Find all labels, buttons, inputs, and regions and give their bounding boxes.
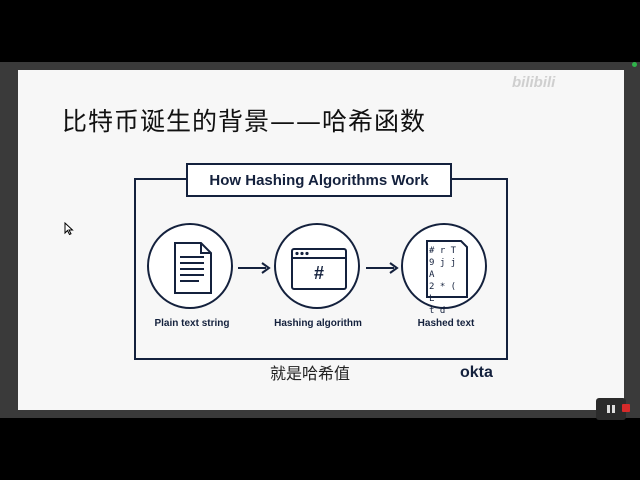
okta-logo: okta [460,364,493,381]
pause-icon [607,405,615,413]
diagram-title: How Hashing Algorithms Work [186,163,452,197]
step-label-plain-text: Plain text string [154,318,230,329]
watermark: bilibili [512,71,632,93]
bottom-letterbox [0,418,640,480]
record-indicator [622,404,630,412]
step-hashed-text: # r T 9 j j A 2 * ( L t d [401,223,487,316]
hashed-line: 2 * ( L [429,282,457,304]
bilibili-logo: bilibili [512,73,556,91]
mouse-cursor-icon [64,222,74,236]
step-plain-text [147,223,233,309]
arrow-right-icon [366,262,399,274]
document-icon [174,242,212,294]
slide-title: 比特币诞生的背景——哈希函数 [62,107,427,136]
hashed-line: 9 j j A [429,258,457,280]
hashed-document-icon [426,240,468,298]
hashed-line: # r T [429,246,457,256]
hash-symbol: # [313,263,324,283]
pause-button[interactable] [596,398,626,420]
arrow-right-icon [238,262,271,274]
step-hashing-algorithm: # [274,223,360,309]
step-label-hashed-text: Hashed text [417,318,475,329]
status-dot [632,62,637,67]
browser-hash-icon [291,248,347,290]
bottom-caption: 就是哈希值 [270,364,351,383]
step-label-hashing-algorithm: Hashing algorithm [274,318,362,329]
top-letterbox [0,0,640,62]
hashed-glyphs: # r T 9 j j A 2 * ( L t d [429,245,465,317]
hashed-line: t d [429,306,446,316]
